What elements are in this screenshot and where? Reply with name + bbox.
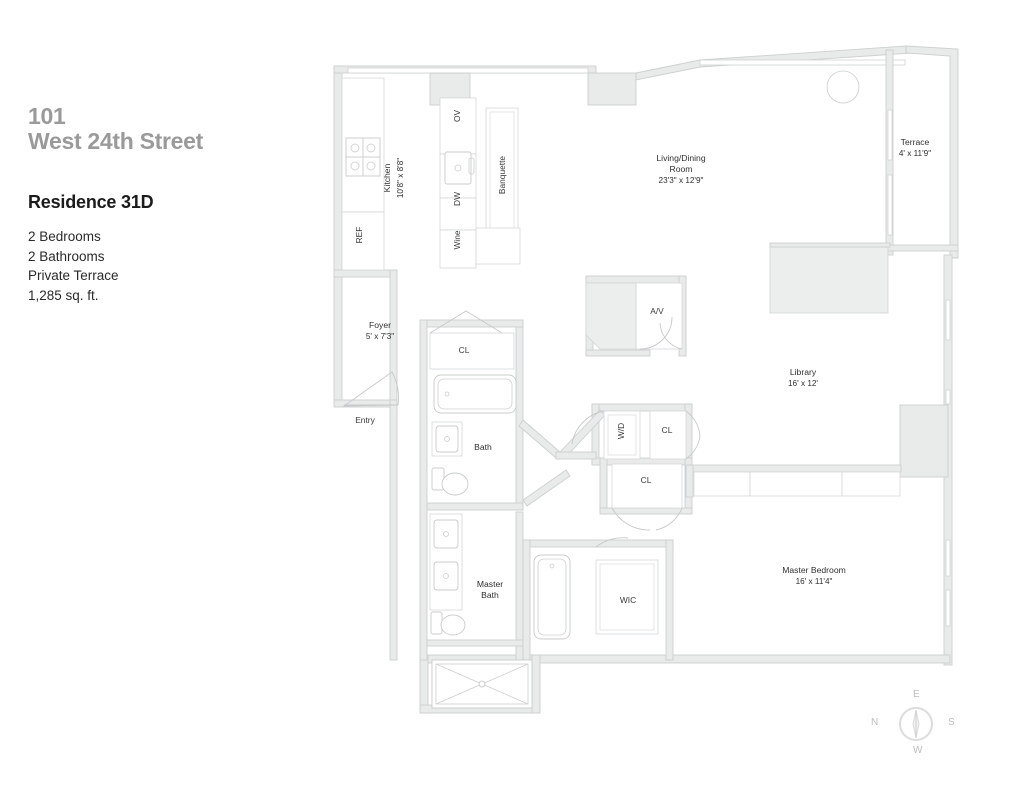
page-title: Residence 31D (28, 192, 154, 212)
room-label-living-dining: Living/Dining (656, 153, 705, 163)
compass-icon (899, 707, 933, 741)
label-banquette: Banquette (497, 156, 507, 195)
room-dims-master-bedroom: 16' x 11'4" (796, 577, 833, 586)
label-wine: Wine (452, 230, 462, 249)
wall-structure (333, 45, 959, 714)
room-label-terrace: Terrace (901, 137, 930, 147)
label-washer-dryer: W/D (616, 423, 626, 439)
closet-group (571, 282, 701, 531)
room-label-library: Library (790, 367, 817, 377)
building-number: 101 (28, 103, 66, 129)
spec-terrace: Private Terrace (28, 268, 119, 283)
room-label-master-bath-2: Bath (481, 590, 499, 600)
room-labels: Kitchen 10'8" x 8'8" Living/Dining Room … (366, 137, 931, 600)
label-wic: WIC (620, 595, 636, 605)
label-closet-hall: CL (662, 425, 673, 435)
label-ref: REF (354, 227, 364, 244)
room-label-bath: Bath (474, 442, 492, 452)
room-dims-terrace: 4' x 11'9" (899, 149, 931, 158)
compass-label-north: N (871, 717, 879, 728)
spec-bedrooms: 2 Bedrooms (28, 229, 101, 244)
windows (887, 109, 951, 627)
residence-info-panel: 101 West 24th Street Residence 31D 2 Bed… (28, 104, 288, 305)
room-label-master-bath: Master (477, 579, 503, 589)
kitchen-area (341, 77, 521, 271)
entry-door (342, 371, 399, 407)
spec-area: 1,285 sq. ft. (28, 287, 99, 303)
master-bath-area (429, 513, 571, 709)
room-dims-living-dining: 23'3" x 12'9" (659, 176, 704, 185)
bath-area (429, 310, 517, 496)
room-label-living-dining-2: Room (670, 164, 693, 174)
label-dishwasher: DW (452, 192, 462, 206)
built-in-cabinets (693, 471, 901, 497)
label-closet-foyer: CL (459, 345, 470, 355)
building-name: 101 West 24th Street (28, 104, 288, 154)
wic-area (595, 537, 659, 635)
building-street: West 24th Street (28, 128, 203, 154)
compass-rose: N E S W (866, 684, 966, 764)
living-room-features (826, 70, 860, 104)
label-entry: Entry (355, 415, 375, 425)
label-closet-lower: CL (641, 475, 652, 485)
compass-label-east: E (913, 689, 920, 700)
residence-specs: 2 Bedrooms 2 Bathrooms Private Terrace 1… (28, 227, 288, 305)
room-label-foyer: Foyer (369, 320, 391, 330)
room-label-master-bedroom: Master Bedroom (782, 565, 846, 575)
spec-bathrooms: 2 Bathrooms (28, 248, 105, 264)
plan-labels: Entry REF OV DW Wine Banquette CL A/V (354, 110, 673, 605)
room-dims-kitchen: 10'8" x 8'8" (396, 158, 405, 198)
compass-label-south: S (948, 717, 955, 728)
compass-label-west: W (913, 745, 923, 756)
label-oven: OV (452, 110, 462, 123)
label-av-closet: A/V (650, 306, 664, 316)
room-dims-foyer: 5' x 7'3" (366, 332, 394, 341)
room-label-kitchen: Kitchen (382, 163, 392, 192)
room-dims-library: 16' x 12' (788, 379, 818, 388)
